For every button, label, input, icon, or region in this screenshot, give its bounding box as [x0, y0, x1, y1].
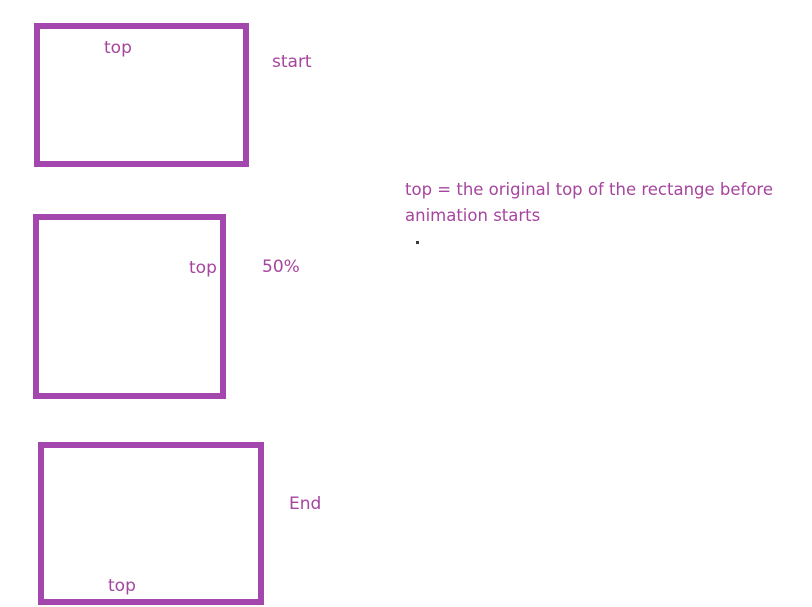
- state-label-end: End: [289, 494, 322, 514]
- annotation-text: top = the original top of the rectange b…: [405, 180, 774, 225]
- state-label-50-percent: 50%: [262, 257, 300, 277]
- rectangle-midpoint: [33, 214, 226, 399]
- stray-dot-mark: [416, 241, 419, 244]
- rectangle-start-top-label: top: [104, 38, 132, 58]
- rectangle-end-top-label: top: [108, 576, 136, 596]
- state-label-start: start: [272, 52, 312, 72]
- rectangle-midpoint-top-label: top: [189, 258, 217, 278]
- rectangle-start: [34, 23, 249, 167]
- rectangle-end: [38, 442, 264, 605]
